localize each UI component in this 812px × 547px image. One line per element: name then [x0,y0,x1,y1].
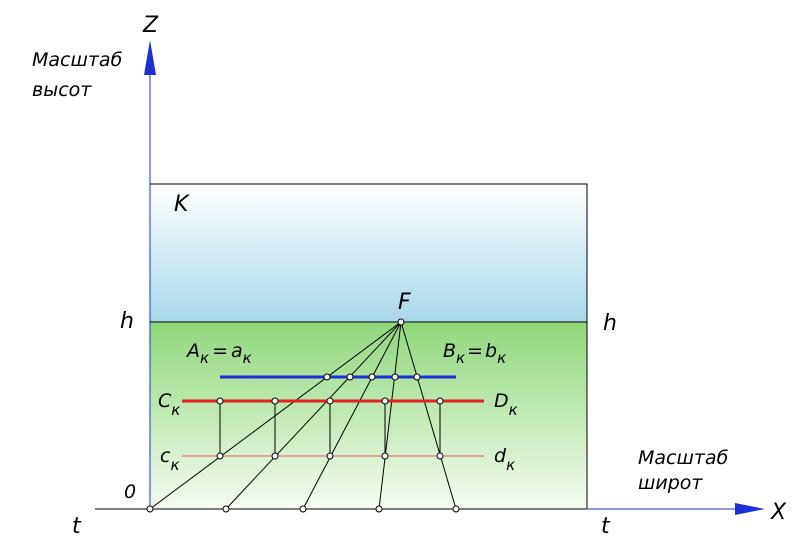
heights-scale-label-2: высот [32,79,92,101]
widths-scale-label-2: широт [638,472,703,494]
h-left-label: h [120,309,134,334]
points [146,318,460,513]
ray-3 [302,321,402,510]
point-g-3 [299,505,307,513]
point-ab-4 [391,373,399,381]
label-dk: Dк [494,390,518,419]
t-left-label: t [72,514,82,539]
ground-region [149,321,588,510]
widths-scale-label-1: Масштаб [638,447,729,469]
point-cdl-2 [271,452,279,460]
focus-f-label: F [398,290,411,315]
point-cdl-5 [436,452,444,460]
label-bk-bk: Bк=bк [443,340,506,367]
ray-4 [378,321,402,510]
verticals [219,401,441,456]
point-cd-2 [271,397,279,405]
point-f [397,318,405,326]
t-right-label: t [601,514,611,539]
point-cd-1 [216,397,224,405]
point-cdl-1 [216,452,224,460]
ray-2 [225,321,402,510]
point-ab-1 [323,373,331,381]
point-cdl-4 [381,452,389,460]
heights-scale-label-1: Масштаб [32,49,123,71]
ray-5 [400,321,457,510]
point-cd-4 [381,397,389,405]
label-dk-lower: dк [494,445,515,474]
x-axis-arrow [735,503,765,515]
point-g-1 [146,505,154,513]
origin-label: 0 [124,481,136,503]
point-cdl-3 [326,452,334,460]
plane-k-label: K [174,192,190,217]
point-g-4 [375,505,383,513]
z-axis-arrow [144,40,156,75]
point-cd-3 [326,397,334,405]
label-ak-ak: Aк=aк [185,340,252,367]
point-g-5 [452,505,460,513]
point-ab-3 [368,373,376,381]
point-ab-2 [346,373,354,381]
sky-region [149,183,588,323]
h-right-label: h [603,311,617,336]
x-axis-label: X [770,500,787,525]
label-ck-lower: cк [160,445,180,474]
point-ab-5 [413,373,421,381]
z-axis-label: Z [142,13,159,38]
point-g-2 [222,505,230,513]
point-cd-5 [436,397,444,405]
label-ck: Cк [158,390,180,419]
